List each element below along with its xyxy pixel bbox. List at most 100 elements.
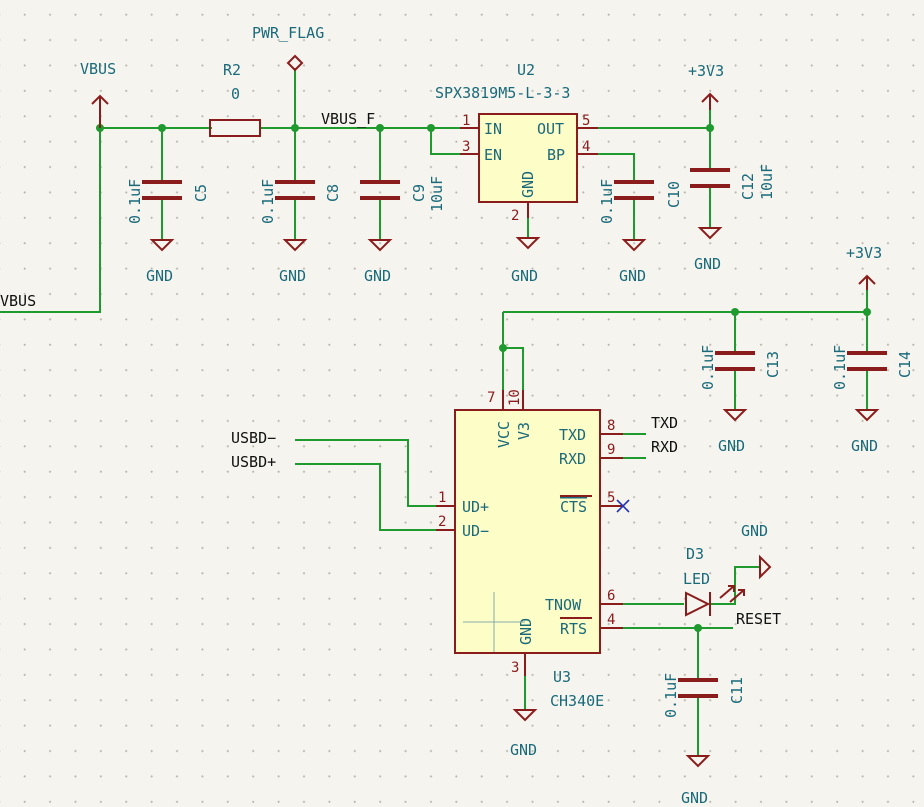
- ground-icon: [854, 409, 880, 422]
- ground-icon: [722, 409, 748, 422]
- junction: [694, 624, 702, 632]
- junction: [158, 124, 166, 132]
- regulator-u2[interactable]: 1 3 5 4 2 IN EN OUT BP GND U2 SPX3819M5-…: [435, 61, 598, 224]
- c10-ref: C10: [665, 181, 683, 208]
- net-label-vbus-f[interactable]: VBUS_F: [321, 110, 375, 128]
- gnd-label: GND: [510, 741, 537, 759]
- gnd-c9[interactable]: GND: [364, 239, 393, 285]
- u3-ref: U3: [553, 668, 571, 686]
- gnd-label: GND: [619, 267, 646, 285]
- power-arrow-icon: [858, 274, 876, 290]
- u3-pin-name-txd: TXD: [559, 426, 586, 444]
- gnd-u2[interactable]: GND: [511, 237, 541, 285]
- wire-en: [430, 128, 460, 155]
- v33-power-symbol-right[interactable]: +3V3: [846, 244, 882, 290]
- capacitor-c11[interactable]: 0.1uF C11: [662, 673, 746, 718]
- u2-body: [478, 113, 578, 203]
- gnd-label: GND: [681, 789, 708, 807]
- junction: [376, 124, 384, 132]
- v33-power-symbol-top[interactable]: +3V3: [688, 62, 724, 110]
- resistor-r2[interactable]: R2 0: [209, 61, 261, 137]
- r2-value: 0: [231, 85, 240, 103]
- capacitor-c14[interactable]: 0.1uF C14: [831, 345, 914, 390]
- cap-plates: [275, 180, 315, 200]
- wire-vbus-down: [0, 128, 101, 313]
- led-d3[interactable]: D3 LED: [683, 545, 745, 617]
- net-label-txd[interactable]: TXD: [651, 414, 678, 432]
- net-label-rxd[interactable]: RXD: [651, 438, 678, 456]
- wire-usbd-plus: [295, 463, 436, 531]
- gnd-u3[interactable]: GND: [510, 709, 538, 759]
- capacitor-c13[interactable]: 0.1uF C13: [699, 345, 782, 390]
- u2-ref: U2: [517, 61, 535, 79]
- u3-pin-num-udp: 1: [438, 490, 446, 506]
- u3-pin-name-cts: CTS: [560, 498, 587, 516]
- u3-pin-num-cts: 5: [607, 490, 615, 506]
- capacitor-c12[interactable]: C12 10uF: [690, 164, 776, 200]
- ground-icon: [759, 554, 772, 580]
- power-label-pwr-flag: PWR_FLAG: [252, 24, 324, 42]
- junction: [291, 124, 299, 132]
- cap-plates: [678, 678, 718, 698]
- net-label-reset[interactable]: RESET: [736, 610, 781, 628]
- pwr-flag-symbol[interactable]: PWR_FLAG: [252, 24, 324, 72]
- c13-ref: C13: [764, 351, 782, 378]
- ground-icon: [515, 237, 541, 250]
- gnd-c8[interactable]: GND: [279, 239, 308, 285]
- net-label-usbd-minus[interactable]: USBD−: [231, 429, 276, 447]
- junction: [499, 344, 507, 352]
- no-connect-icon: [616, 499, 630, 513]
- capacitor-c10[interactable]: 0.1uF C10: [598, 179, 683, 224]
- power-arrow-icon: [701, 92, 719, 110]
- gnd-c10[interactable]: GND: [619, 239, 647, 285]
- u2-pin-name-en: EN: [484, 146, 502, 164]
- u2-pin-name-gnd: GND: [519, 171, 537, 198]
- wire-bp: [598, 153, 635, 178]
- gnd-c5[interactable]: GND: [146, 239, 175, 285]
- c13-value: 0.1uF: [699, 345, 717, 390]
- gnd-led[interactable]: GND: [741, 522, 772, 580]
- u3-pin-num-gnd: 3: [511, 660, 519, 676]
- u2-pin-num-in: 1: [462, 113, 470, 129]
- no-connect-cts[interactable]: [616, 499, 630, 513]
- net-label-vbus-left[interactable]: VBUS: [0, 292, 36, 310]
- u2-pin-num-gnd: 2: [511, 208, 519, 224]
- net-label-usbd-plus[interactable]: USBD+: [231, 453, 276, 471]
- gnd-label: GND: [741, 522, 768, 540]
- c12-value: 10uF: [758, 164, 776, 200]
- r2-ref: R2: [223, 61, 241, 79]
- cap-plates: [360, 180, 400, 200]
- gnd-label: GND: [364, 267, 391, 285]
- cap-plates: [715, 351, 755, 371]
- vbus-power-symbol[interactable]: VBUS: [80, 60, 116, 128]
- u3-pin-name-gnd: GND: [517, 618, 535, 645]
- u2-pin-name-out: OUT: [537, 120, 564, 138]
- c5-ref: C5: [192, 184, 210, 202]
- gnd-label: GND: [146, 267, 173, 285]
- cap-plates: [847, 351, 887, 371]
- cap-plates: [614, 180, 654, 200]
- gnd-label: GND: [511, 267, 538, 285]
- usb-uart-u3[interactable]: 7 10 8 9 5 1 2 6 4 3 VCC V3 TXD RXD CTS …: [436, 389, 623, 710]
- u3-pin-name-rxd: RXD: [559, 450, 586, 468]
- gnd-c12[interactable]: GND: [694, 227, 723, 273]
- gnd-c11[interactable]: GND: [681, 755, 711, 807]
- c9-value: 10uF: [428, 176, 446, 212]
- c11-ref: C11: [728, 677, 746, 704]
- u3-pin-num-rxd: 9: [607, 442, 615, 458]
- gnd-c14[interactable]: GND: [851, 409, 880, 455]
- u3-pin-num-txd: 8: [607, 418, 615, 434]
- c10-value: 0.1uF: [598, 179, 616, 224]
- light-arrow-icon: [719, 585, 735, 599]
- u3-pin-name-rts: RTS: [560, 620, 587, 638]
- capacitor-c5[interactable]: 0.1uF C5: [126, 179, 210, 224]
- capacitor-c9[interactable]: C9 10uF: [360, 176, 446, 212]
- capacitor-c8[interactable]: 0.1uF C8: [259, 179, 342, 224]
- c12-ref: C12: [739, 173, 757, 200]
- gnd-c13[interactable]: GND: [718, 409, 748, 455]
- ground-icon: [512, 709, 538, 722]
- u3-pin-name-tnow: TNOW: [545, 596, 582, 614]
- d3-ref: D3: [686, 545, 704, 563]
- c8-value: 0.1uF: [259, 179, 277, 224]
